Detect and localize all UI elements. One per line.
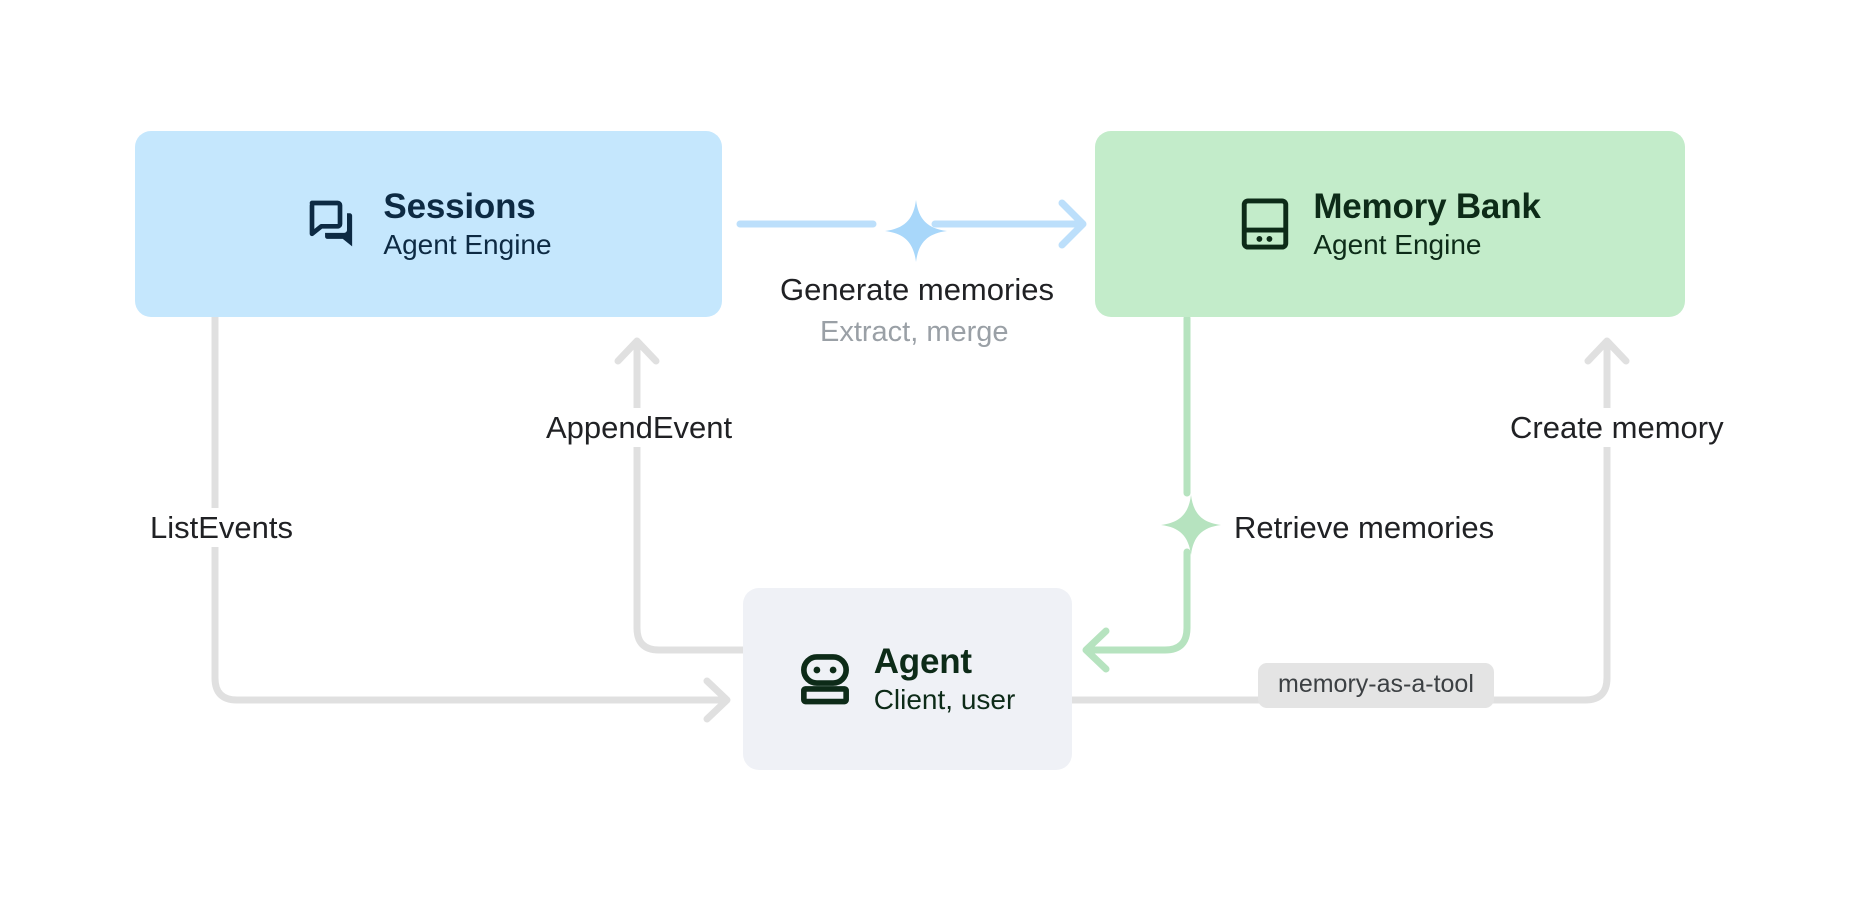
edge-sublabel-extract-merge: Extract, merge — [812, 316, 1017, 349]
edge-append-event — [614, 337, 747, 654]
edge-label-append-event: AppendEvent — [536, 408, 743, 447]
node-title-sessions: Sessions — [383, 187, 536, 227]
badge-memory-as-a-tool: memory-as-a-tool — [1258, 663, 1494, 708]
node-title-memory-bank: Memory Bank — [1313, 187, 1541, 227]
chat-bubbles-icon — [305, 196, 361, 252]
sparkle-icon-retrieve — [1161, 495, 1221, 560]
edge-label-retrieve-memories: Retrieve memories — [1224, 508, 1505, 547]
edge-label-create-memory: Create memory — [1500, 408, 1734, 447]
node-sessions[interactable]: Sessions Agent Engine — [135, 131, 722, 317]
node-subtitle-sessions: Agent Engine — [383, 229, 552, 261]
node-title-agent: Agent — [873, 642, 972, 682]
edge-retrieve-memories — [1082, 314, 1191, 673]
sparkle-icon-generate — [885, 200, 947, 267]
edge-label-generate-memories: Generate memories — [772, 272, 1062, 307]
node-memory-bank[interactable]: Memory Bank Agent Engine — [1095, 131, 1685, 317]
node-subtitle-memory-bank: Agent Engine — [1313, 229, 1482, 261]
node-subtitle-agent: Client, user — [873, 684, 1016, 716]
edge-label-list-events: ListEvents — [140, 508, 304, 547]
robot-icon — [800, 652, 850, 706]
database-storage-icon — [1239, 196, 1291, 252]
node-agent[interactable]: Agent Client, user — [743, 588, 1072, 770]
